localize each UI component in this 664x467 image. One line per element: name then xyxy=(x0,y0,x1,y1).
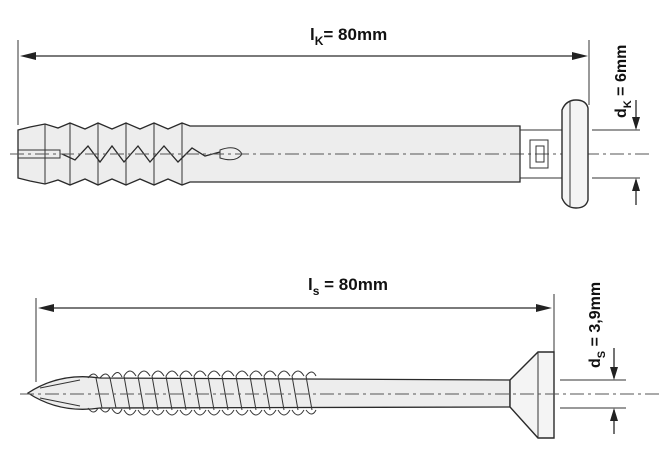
anchor-collar-recess xyxy=(529,139,549,169)
arrow-up-icon xyxy=(632,178,640,191)
screw-nail: ls = 80mm dS = 3,9mm xyxy=(20,275,660,439)
arrow-left-icon xyxy=(20,52,36,60)
arrow-up-icon xyxy=(610,408,618,421)
screw-length-label: ls = 80mm xyxy=(308,275,388,298)
arrow-right-icon xyxy=(536,304,552,312)
screw-threads xyxy=(39,370,317,416)
arrow-left-icon xyxy=(38,304,54,312)
nylon-anchor: lK= 80mm dK = 6m xyxy=(10,25,650,209)
screw-head xyxy=(509,351,555,439)
anchor-collar-inner xyxy=(535,145,545,163)
anchor-length-label: lK= 80mm xyxy=(310,25,387,48)
anchor-zigzag xyxy=(61,144,221,164)
arrow-down-icon xyxy=(610,367,618,380)
anchor-head xyxy=(561,99,589,209)
anchor-diameter-label: dK = 6mm xyxy=(613,45,634,118)
arrow-down-icon xyxy=(632,117,640,130)
screw-diameter-label: dS = 3,9mm xyxy=(587,282,608,368)
arrow-right-icon xyxy=(572,52,588,60)
